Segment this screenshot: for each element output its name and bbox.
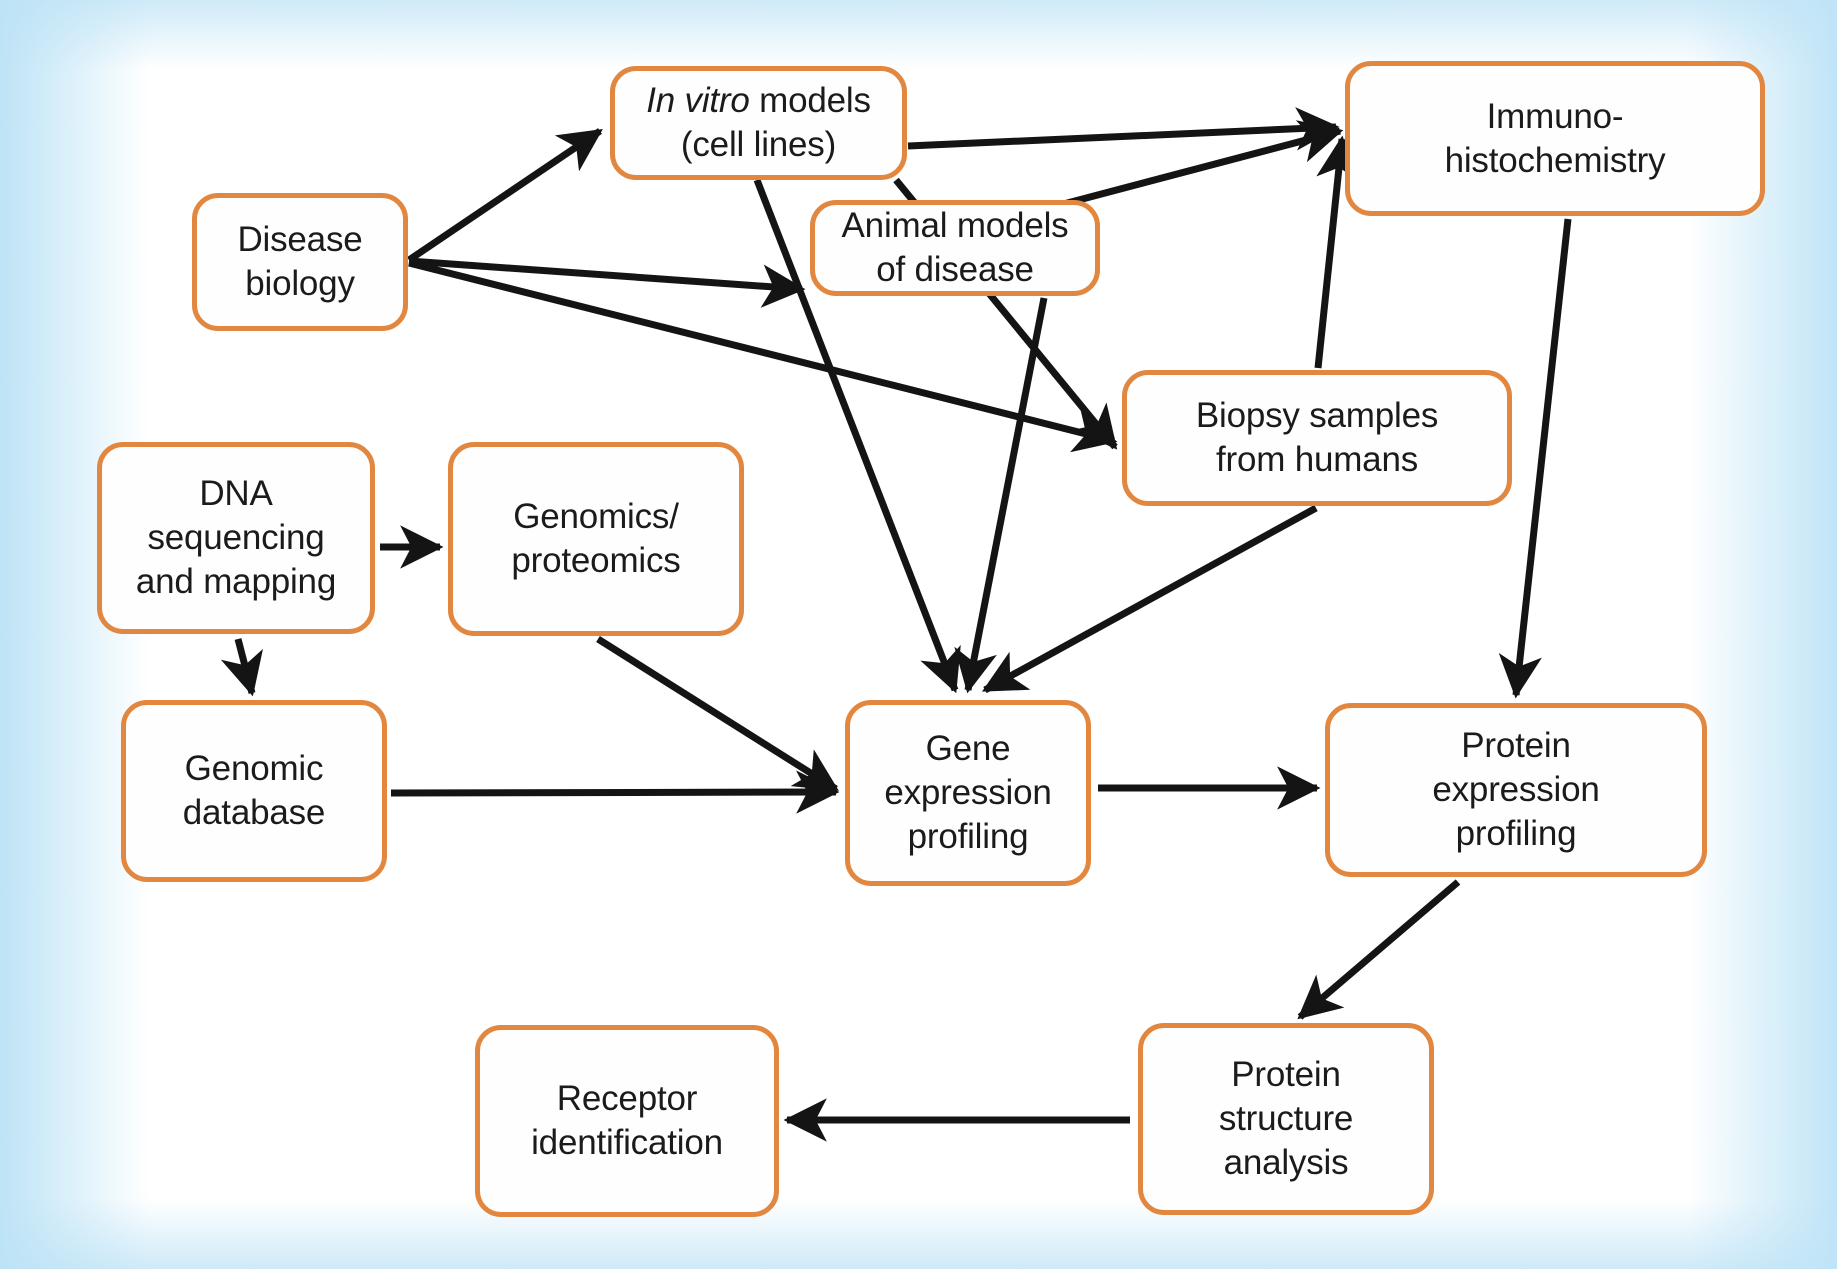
node-animal-models-of-disease[interactable]: Animal models of disease: [810, 200, 1100, 296]
edge-dna-sequencing-to-genomic-database: [220, 638, 263, 697]
edge-in-vitro-models-to-immunohistochemistry: [907, 107, 1340, 151]
edge-protein-expression-profiling-to-protein-structure-analysis: [1297, 879, 1461, 1020]
edge-biopsy-samples-to-gene-expression-profiling: [981, 504, 1318, 694]
edge-biopsy-samples-to-immunohistochemistry: [1314, 135, 1360, 369]
in-vitro-italic-text: In vitro: [646, 81, 750, 121]
node-label: Immuno- histochemistry: [1444, 96, 1666, 180]
edge-animal-models-to-immunohistochemistry: [1055, 120, 1344, 210]
node-immunohistochemistry[interactable]: Immuno- histochemistry: [1345, 61, 1765, 216]
edge-disease-biology-to-in-vitro-models: [407, 128, 603, 263]
node-label: Receptor identification: [531, 1079, 723, 1162]
node-label: Protein structure analysis: [1218, 1055, 1354, 1182]
edge-animal-models-to-gene-expression-profiling: [954, 297, 1048, 694]
node-label: Gene expression profiling: [884, 729, 1052, 856]
node-protein-expression-profiling[interactable]: Protein expression profiling: [1325, 703, 1707, 877]
node-label: Protein expression profiling: [1432, 726, 1600, 853]
node-in-vitro-models[interactable]: In vitro models (cell lines): [610, 66, 907, 180]
in-vitro-rest-text: models (cell lines): [680, 81, 871, 164]
node-label: In vitro models (cell lines): [646, 79, 871, 167]
node-label: Biopsy samples from humans: [1195, 396, 1439, 479]
edge-disease-biology-to-animal-models: [408, 257, 806, 308]
node-label: Genomics/ proteomics: [511, 497, 681, 580]
node-dna-sequencing-and-mapping[interactable]: DNA sequencing and mapping: [97, 442, 375, 634]
edge-genomics-proteomics-to-gene-expression-profiling: [596, 636, 839, 792]
edge-genomic-database-to-gene-expression-profiling: [390, 770, 840, 814]
node-biopsy-samples-from-humans[interactable]: Biopsy samples from humans: [1122, 370, 1512, 506]
node-receptor-identification[interactable]: Receptor identification: [475, 1025, 779, 1217]
node-label: Animal models of disease: [841, 206, 1069, 289]
node-label: Disease biology: [237, 220, 363, 303]
edge-immunohistochemistry-to-protein-expression-profiling: [1498, 218, 1572, 699]
node-genomic-database[interactable]: Genomic database: [121, 700, 387, 882]
node-protein-structure-analysis[interactable]: Protein structure analysis: [1138, 1023, 1434, 1215]
node-genomics-proteomics[interactable]: Genomics/ proteomics: [448, 442, 744, 636]
node-label: Genomic database: [182, 749, 326, 832]
node-disease-biology[interactable]: Disease biology: [192, 193, 408, 331]
node-label: DNA sequencing and mapping: [135, 474, 337, 601]
node-gene-expression-profiling[interactable]: Gene expression profiling: [845, 700, 1091, 886]
